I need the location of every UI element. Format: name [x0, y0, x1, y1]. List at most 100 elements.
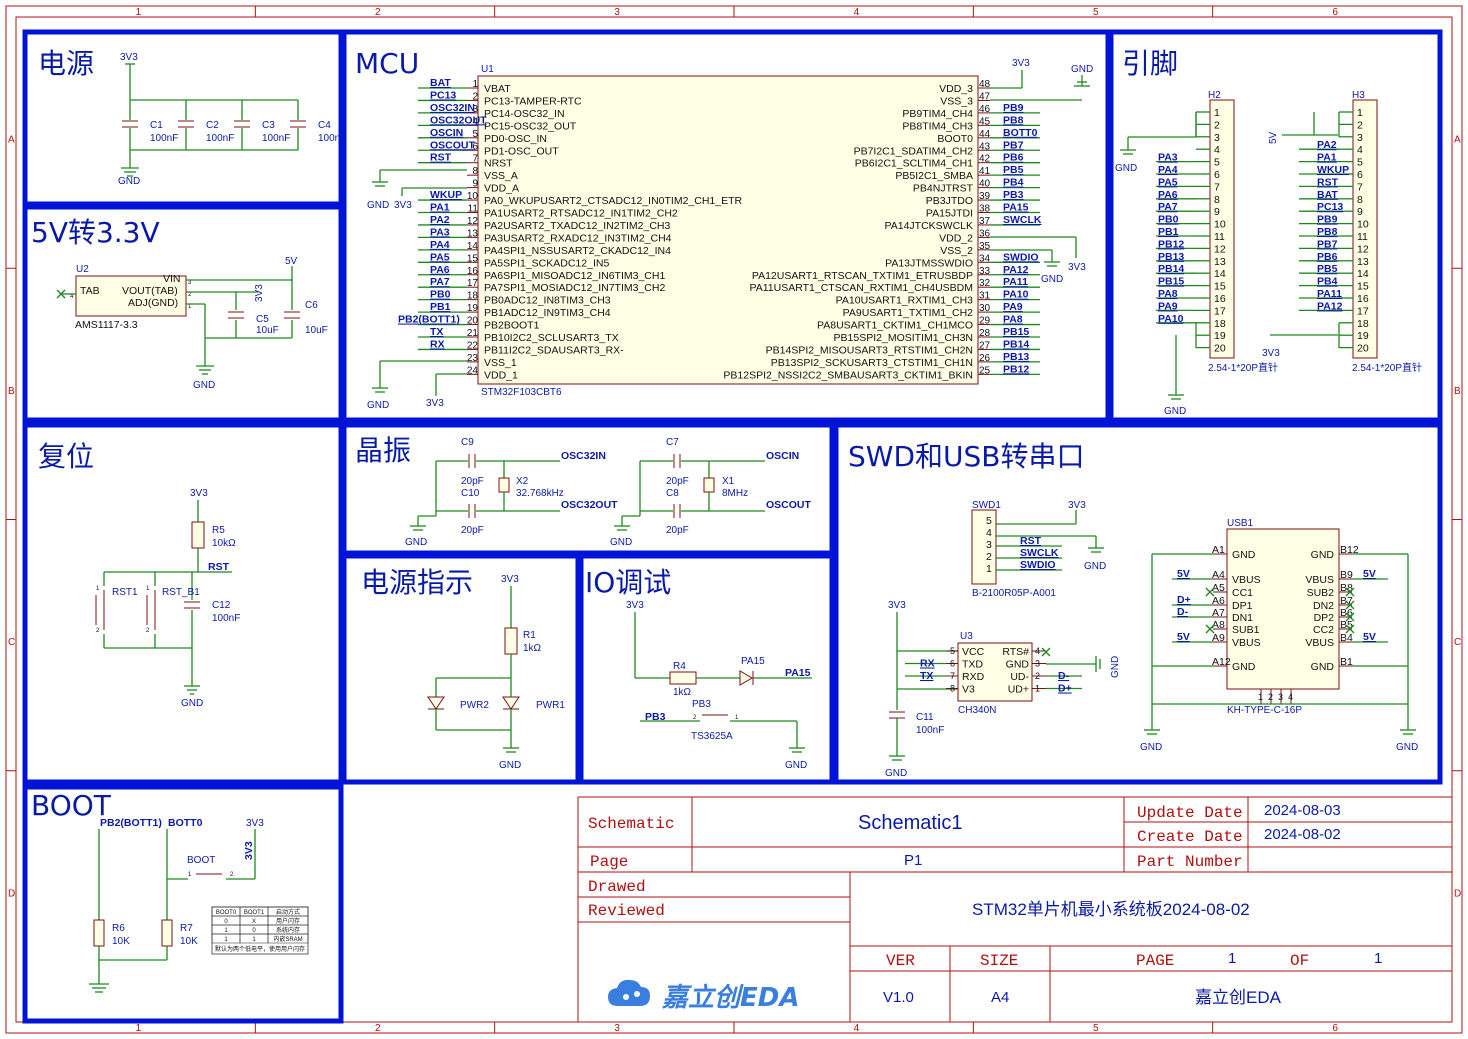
no-connect-icon [1205, 624, 1215, 634]
header-pin-number: 7 [1357, 181, 1363, 193]
ch340-net-label: D+ [1058, 683, 1072, 695]
mcu-net-label: PA4 [430, 239, 450, 251]
usb-pin-name: DP1 [1232, 600, 1253, 612]
header-pin-number: 15 [1214, 281, 1226, 293]
c5-value: 10uF [256, 325, 279, 336]
c8-ref: C8 [666, 488, 679, 499]
col-coord: 5 [1093, 7, 1099, 18]
boot-table-cell: 1 [224, 937, 228, 943]
mcu-pin-number: 8 [472, 166, 478, 177]
mcu-pin-number: 15 [467, 253, 479, 264]
swd-pin-number: 1 [986, 563, 992, 575]
mcu-pin-number: 29 [979, 316, 991, 327]
usb-pin-name: GND [1232, 661, 1256, 673]
usb-pin-number: B9 [1340, 569, 1353, 581]
rst-b1-pin: 1 [146, 586, 150, 592]
header-pin-number: 16 [1214, 293, 1226, 305]
mcu-pin-name: VSS_1 [484, 357, 517, 369]
usb-shell-pin: 2 [1268, 692, 1273, 702]
mcu-pin-name: VSS_A [484, 170, 518, 182]
tb-page-value: P1 [904, 852, 922, 869]
ldo-5v-label: 5V [285, 256, 298, 267]
mcu-net-label: SWCLK [1003, 214, 1042, 226]
mcu-pin-name: PB9TIM4_CH4 [902, 108, 973, 120]
tb-of-label: OF [1290, 952, 1309, 970]
x1-value: 8MHz [722, 488, 748, 499]
ch340-pin-number: 3 [1035, 659, 1040, 669]
mcu-pin-name: PA7SPI1_MOSIADC12_IN7TIM3_CH2 [484, 282, 665, 294]
header-net-label: PB0 [1158, 214, 1179, 226]
pa15-led [739, 670, 753, 686]
ldo-ref: U2 [76, 264, 89, 275]
mcu-pin-number: 27 [979, 340, 991, 351]
boot-table-cell: BOOT0 [216, 910, 237, 916]
boot-table-cell: 0 [224, 919, 228, 925]
capacitor-value: 100nF [262, 133, 290, 144]
header-pin-number: 2 [1214, 119, 1220, 131]
header-pin-number: 8 [1214, 194, 1220, 206]
header-pin-number: 18 [1357, 318, 1369, 330]
mcu-pin-number: 17 [467, 278, 479, 289]
tb-ver-value: V1.0 [883, 989, 914, 1006]
mcu-net-label: RST [430, 152, 452, 164]
io-debug-section: 3V3 R4 1kΩ PA15 PA15 PB3 PB3 2 1 TS3625A… [626, 600, 812, 771]
h3-part: 2.54-1*20P直针 [1352, 361, 1422, 374]
header-pin-number: 12 [1214, 243, 1226, 255]
ldo-pin-tab: TAB [80, 285, 100, 297]
pa15-led-ref: PA15 [741, 656, 765, 667]
h2-header [1209, 99, 1235, 359]
mcu-net-label: BOTT0 [1003, 127, 1038, 139]
usb-pin-number: A9 [1212, 632, 1225, 644]
mcu-pin-number: 32 [979, 278, 991, 289]
header-net-label: PC13 [1317, 201, 1343, 213]
gnd-label: GND [193, 380, 215, 391]
c7-value: 20pF [666, 476, 689, 487]
rst1-pin: 2 [96, 628, 100, 634]
mcu-pin-name: PA12USART1_RTSCAN_TXTIM1_ETRUSBDP [752, 270, 973, 282]
mcu-pin-number: 30 [979, 303, 991, 314]
mcu-pin-name: PA9USART1_TXTIM1_CH2 [843, 307, 973, 319]
header-net-label: PB8 [1317, 226, 1338, 238]
usb-pin-number: A6 [1212, 595, 1225, 607]
row-coord: C [1454, 637, 1461, 648]
header-pin-number: 20 [1214, 343, 1226, 355]
ch340-pin-number: 5 [950, 646, 955, 656]
mcu-pin-number: 39 [979, 191, 991, 202]
header-net-label: PA6 [1158, 189, 1178, 201]
usb-pin-name: DP2 [1314, 612, 1335, 624]
net-label-3v3: 3V3 [1012, 58, 1030, 69]
header-pin-number: 11 [1214, 231, 1225, 243]
boot-table-cell: 1 [252, 937, 256, 943]
header-net-label: PA10 [1158, 313, 1184, 325]
no-connect-icon [1345, 612, 1355, 622]
boot-table-cell: 用户闪存 [276, 917, 300, 925]
mcu-net-label: PA3 [430, 226, 450, 238]
col-coord: 4 [854, 1023, 860, 1034]
header-pin-number: 10 [1357, 219, 1369, 231]
mcu-pin-name: VBAT [484, 83, 511, 95]
header-pin-number: 19 [1214, 330, 1226, 342]
mcu-pin-name: PA3USART2_RXADC12_IN3TIM2_CH4 [484, 232, 672, 244]
ch340-pin-name: RTS# [1002, 646, 1029, 658]
header-net-label: PB5 [1317, 263, 1338, 275]
usb-pin-number: A1 [1212, 544, 1225, 556]
swd-net-label: SWCLK [1020, 547, 1059, 559]
usb-pin-name: VBUS [1232, 574, 1261, 586]
gnd-label: GND [1140, 742, 1162, 753]
logo-text: 嘉立创EDA [661, 983, 799, 1013]
reset-section: 3V3 R5 10kΩ RST 1 2 1 2 RST1 RST_B1 C12 … [95, 488, 240, 709]
header-pin-number: 11 [1357, 231, 1368, 243]
pwr1-ref: PWR1 [536, 700, 565, 711]
boot-3v3-vertical: 3V3 [243, 841, 255, 860]
mcu-net-label: WKUP [430, 189, 462, 201]
gnd-label: GND [1396, 742, 1418, 753]
ch340-net-label: RX [920, 658, 935, 670]
ch340-pin-name: V3 [962, 684, 975, 696]
ldo-chip [75, 275, 187, 317]
header-pin-number: 14 [1357, 268, 1369, 280]
boot-table-cell: 0 [252, 928, 256, 934]
rst1-pin: 1 [96, 586, 100, 592]
col-coord: 3 [614, 7, 620, 18]
